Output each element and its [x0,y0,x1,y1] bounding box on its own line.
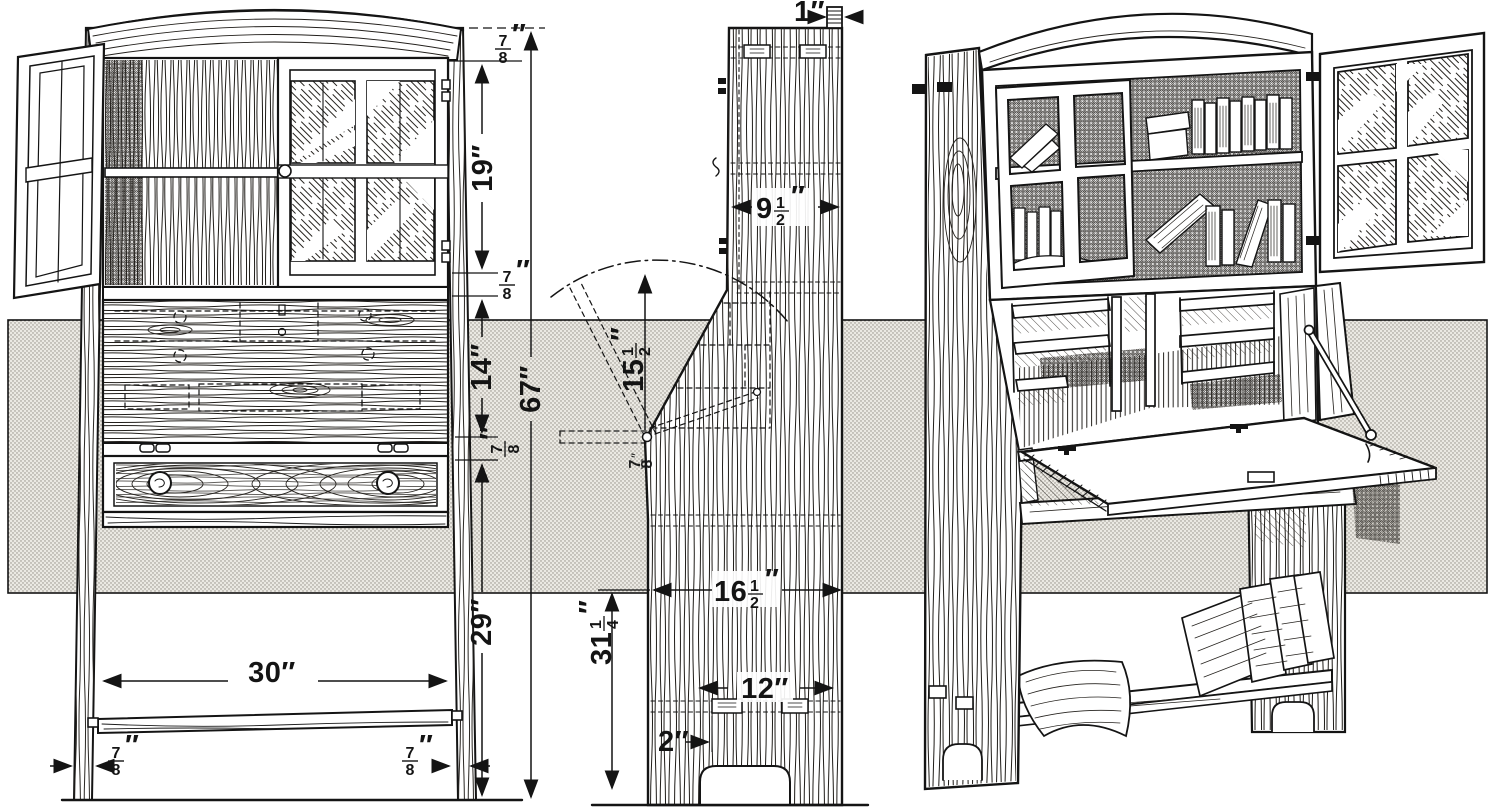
svg-text:7: 7 [503,269,512,286]
svg-text:7: 7 [489,444,506,453]
svg-text:″: ″ [475,426,507,440]
svg-text:2: 2 [750,595,759,612]
svg-text:9: 9 [756,193,773,225]
svg-text:7: 7 [499,33,508,50]
svg-text:8: 8 [112,762,121,779]
svg-text:30″: 30″ [248,657,296,689]
svg-text:7: 7 [406,745,415,762]
svg-text:″: ″ [606,327,638,341]
svg-text:8: 8 [639,459,656,468]
svg-text:15: 15 [618,359,650,392]
svg-text:14″: 14″ [466,343,498,391]
svg-text:8: 8 [503,286,512,303]
svg-text:16: 16 [714,576,747,608]
svg-text:″: ″ [574,600,606,614]
svg-text:″: ″ [512,19,526,51]
svg-text:8: 8 [406,762,415,779]
svg-text:2″: 2″ [658,726,689,758]
svg-text:″: ″ [791,181,805,213]
svg-text:1″: 1″ [794,0,825,28]
svg-text:7: 7 [627,459,644,468]
svg-text:″: ″ [419,730,433,762]
svg-text:12″: 12″ [741,673,789,705]
svg-text:29″: 29″ [466,598,498,646]
svg-text:2: 2 [637,347,654,356]
svg-text:31: 31 [586,632,618,665]
svg-text:8: 8 [506,444,523,453]
svg-text:1: 1 [750,578,759,595]
svg-text:″: ″ [765,564,779,596]
svg-text:″: ″ [516,255,530,287]
svg-text:1: 1 [588,620,605,629]
svg-text:1: 1 [620,347,637,356]
svg-text:67″: 67″ [515,365,547,413]
svg-text:″: ″ [628,453,644,458]
svg-text:1: 1 [776,195,785,212]
svg-text:2: 2 [776,212,785,229]
svg-text:4: 4 [605,620,622,629]
svg-text:″: ″ [125,730,139,762]
svg-text:19″: 19″ [467,144,499,192]
svg-text:7: 7 [112,745,121,762]
svg-text:8: 8 [499,50,508,67]
